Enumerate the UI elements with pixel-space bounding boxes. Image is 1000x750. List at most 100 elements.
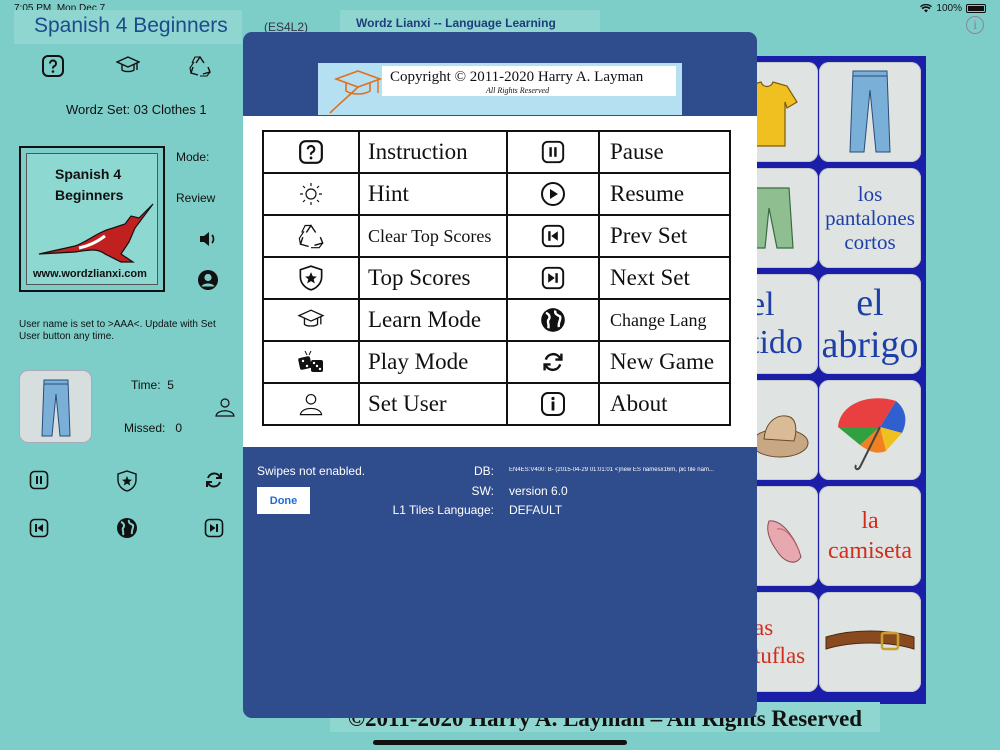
hint-cmd-button[interactable]: Hint [358, 172, 508, 216]
wifi-icon [920, 4, 933, 13]
copyright-text: Copyright © 2011-2020 Harry A. Layman [390, 69, 644, 85]
app-info-icon[interactable]: i [966, 16, 984, 34]
system-title: Wordz Lianxi -- Language Learning System [340, 10, 600, 44]
pants-icon [849, 70, 891, 153]
tile-umbrella-image[interactable] [819, 380, 921, 480]
next-set-cmd-icon-cell[interactable] [506, 256, 600, 300]
top-scores-cmd-button[interactable]: Top Scores [358, 256, 508, 300]
about-cmd-icon-cell[interactable] [506, 382, 600, 426]
new-game-button[interactable] [204, 470, 224, 490]
sun-icon [300, 183, 322, 205]
command-panel: Instruction Pause Hint Resume Clear Top … [243, 116, 757, 447]
tile-pantalones-cortos[interactable]: los pantalones cortos [819, 168, 921, 268]
sw-key: SW: [471, 484, 494, 498]
resume-cmd-button[interactable]: Resume [598, 172, 731, 216]
hint-cmd-icon-cell[interactable] [262, 172, 360, 216]
user-outline-icon [299, 393, 323, 416]
hat-icon [751, 415, 809, 458]
refresh-icon [206, 472, 222, 488]
skip-forward-icon [541, 266, 565, 290]
command-row: Learn Mode Change Lang [262, 298, 731, 342]
play-mode-cmd-button[interactable]: Play Mode [358, 340, 508, 384]
pause-cmd-icon-cell[interactable] [506, 130, 600, 174]
logo-text: Spanish 4 Beginners [55, 166, 124, 203]
clear-scores-cmd-icon-cell[interactable] [262, 214, 360, 258]
umbrella-icon [838, 398, 906, 471]
sound-button[interactable] [198, 229, 218, 249]
skip-forward-icon [204, 518, 224, 538]
logo-url: www.wordzlianxi.com [33, 268, 147, 280]
dice-icon [298, 350, 323, 372]
skip-back-icon [541, 224, 565, 248]
learn-mode-button[interactable] [115, 53, 141, 79]
refresh-icon [543, 352, 563, 372]
new-game-cmd-button[interactable]: New Game [598, 340, 731, 384]
command-table: Instruction Pause Hint Resume Clear Top … [262, 130, 731, 426]
tile-camiseta[interactable]: la camiseta [819, 486, 921, 586]
play-mode-cmd-icon-cell[interactable] [262, 340, 360, 384]
copyright-banner: Copyright © 2011-2020 Harry A. Layman Al… [318, 63, 682, 115]
mode-label: Mode: [176, 150, 210, 164]
change-lang-button[interactable] [116, 517, 138, 539]
pause-button[interactable] [29, 470, 49, 490]
set-user-cmd-icon-cell[interactable] [262, 382, 360, 426]
instruction-cmd-icon-cell[interactable] [262, 130, 360, 174]
db-key: DB: [473, 464, 494, 478]
belt-icon [825, 630, 915, 651]
recycle-icon [189, 55, 211, 77]
resume-cmd-icon-cell[interactable] [506, 172, 600, 216]
set-user-small-button[interactable] [214, 396, 236, 418]
shield-star-icon [299, 265, 323, 291]
change-lang-cmd-button[interactable]: Change Lang [598, 298, 731, 342]
top-scores-cmd-icon-cell[interactable] [262, 256, 360, 300]
graduate-logo-icon [329, 70, 382, 114]
command-row: Hint Resume [262, 172, 731, 216]
user-outline-icon [215, 398, 235, 417]
pause-cmd-button[interactable]: Pause [598, 130, 731, 174]
skip-back-icon [29, 518, 49, 538]
info-icon [541, 392, 565, 416]
about-cmd-button[interactable]: About [598, 382, 731, 426]
pants-icon [41, 379, 71, 437]
change-lang-cmd-icon-cell[interactable] [506, 298, 600, 342]
tile-pants-image[interactable] [819, 62, 921, 162]
kangaroo-logo-icon [38, 203, 154, 263]
command-row: Clear Top Scores Prev Set [262, 214, 731, 258]
speaker-icon [200, 232, 215, 246]
set-user-cmd-button[interactable]: Set User [358, 382, 508, 426]
learn-mode-cmd-icon-cell[interactable] [262, 298, 360, 342]
command-row: Instruction Pause [262, 130, 731, 174]
learn-mode-cmd-button[interactable]: Learn Mode [358, 298, 508, 342]
prev-set-cmd-button[interactable]: Prev Set [598, 214, 731, 258]
user-message: User name is set to >AAA<. Update with S… [19, 319, 216, 342]
globe-icon [117, 518, 137, 538]
app-code: (ES4L2) [264, 20, 309, 34]
question-icon [299, 140, 323, 164]
clear-top-scores-cmd-button[interactable]: Clear Top Scores [358, 214, 508, 258]
db-value: EN4ES:V400: B- (2015-04-29 01:01:01 <)ne… [509, 467, 714, 473]
next-set-button[interactable] [204, 518, 224, 538]
swipes-status: Swipes not enabled. [257, 464, 366, 478]
prev-set-button[interactable] [29, 518, 49, 538]
user-profile-button[interactable] [196, 268, 220, 292]
prev-set-cmd-icon-cell[interactable] [506, 214, 600, 258]
menu-modal: Copyright © 2011-2020 Harry A. Layman Al… [243, 32, 757, 718]
app-logo: Spanish 4 Beginners www.wordzlianxi.com [19, 146, 165, 292]
next-set-cmd-button[interactable]: Next Set [598, 256, 731, 300]
tile-belt-image[interactable] [819, 592, 921, 692]
recycle-icon [298, 224, 324, 249]
done-button[interactable]: Done [257, 487, 310, 514]
wordz-set-label: Wordz Set: 03 Clothes 1 [66, 102, 207, 117]
review-mode-button[interactable]: Review [176, 191, 216, 205]
instruction-button[interactable] [40, 53, 66, 79]
clear-scores-button[interactable] [187, 53, 213, 79]
instruction-cmd-button[interactable]: Instruction [358, 130, 508, 174]
top-scores-button[interactable] [116, 470, 138, 492]
question-icon [42, 55, 64, 77]
tile-abrigo[interactable]: el abrigo [819, 274, 921, 374]
time-display: Time: 5 [131, 378, 174, 392]
graduation-cap-icon [116, 56, 140, 73]
new-game-cmd-icon-cell[interactable] [506, 340, 600, 384]
home-indicator[interactable] [373, 740, 627, 745]
user-circle-icon [198, 270, 218, 290]
